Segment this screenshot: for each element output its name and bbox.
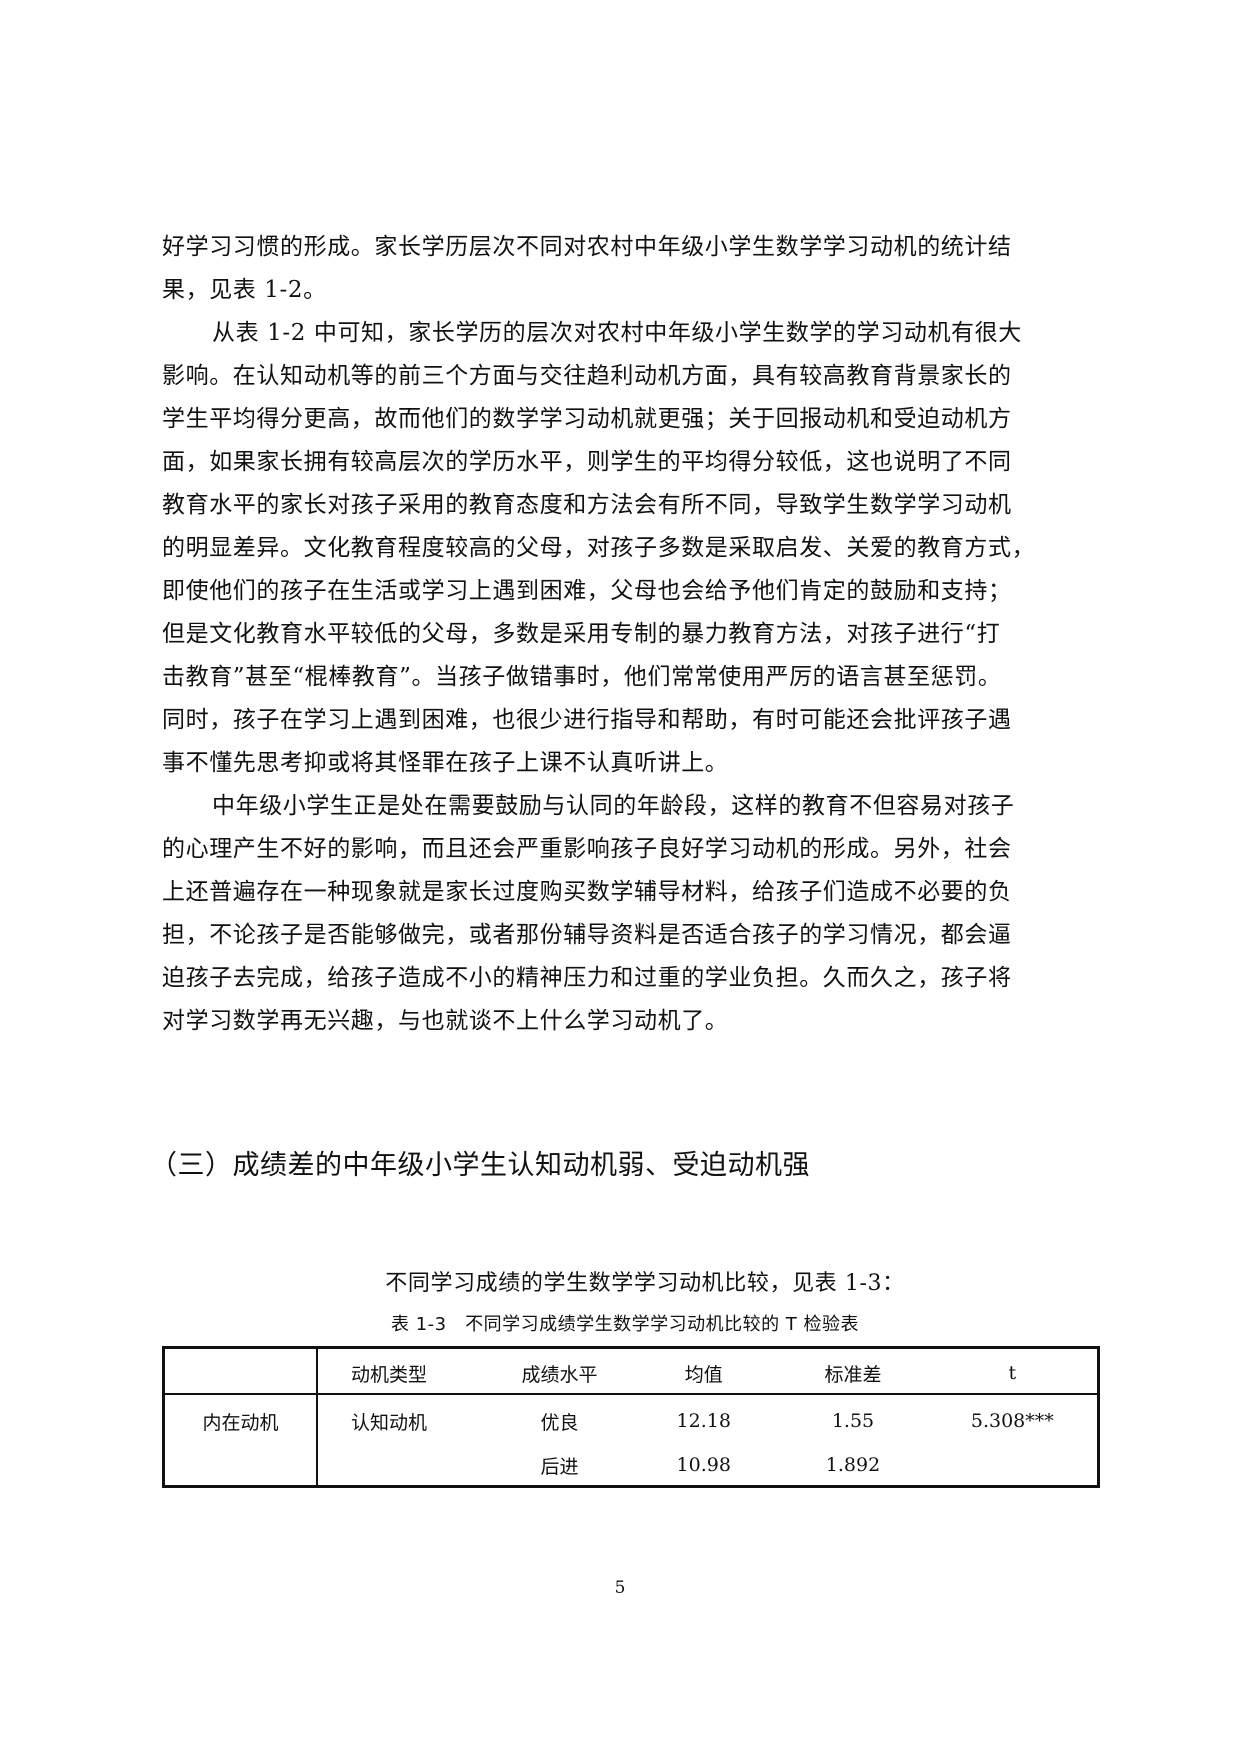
- paragraph-line: 好学习习惯的形成。家长学历层次不同对农村中年级小学生数学学习动机的统计结: [162, 234, 1012, 260]
- header-cell-mean: 均值: [629, 1346, 779, 1395]
- paragraph-line: 中年级小学生正是处在需要鼓励与认同的年龄段，这样的教育不但容易对孩子: [212, 793, 1015, 819]
- page-number: 5: [614, 1578, 626, 1598]
- table-intro-text: 不同学习成绩的学生数学学习动机比较，见表 1-3：: [385, 1271, 905, 1296]
- header-cell-std-dev: 标准差: [778, 1346, 928, 1395]
- header-cell-motivation-type: 动机类型: [316, 1346, 491, 1395]
- paragraph-line: 影响。在认知动机等的前三个方面与交往趋利动机方面，具有较高教育背景家长的: [162, 363, 1012, 389]
- table-row: 后进 10.98 1.892: [161, 1445, 1100, 1488]
- paragraph-line: 即使他们的孩子在生活或学习上遇到困难，父母也会给予他们肯定的鼓励和支持；: [162, 578, 1012, 604]
- table-row: 内在动机 认知动机 优良 12.18 1.55 5.308***: [161, 1394, 1100, 1445]
- table-cell: 10.98: [629, 1445, 779, 1488]
- table-cell: 认知动机: [350, 1411, 427, 1434]
- t-test-table: 动机类型 成绩水平 均值 标准差 t 内在动机 认知动机 优良 12.18 1.…: [161, 1346, 1100, 1488]
- table-cell: 内在动机: [161, 1394, 318, 1445]
- paragraph-line: 事不懂先思考抑或将其怪罪在孩子上课不认真听讲上。: [162, 750, 729, 776]
- table-cell: 1.55: [831, 1410, 875, 1432]
- paragraph-line: 迫孩子去完成，给孩子造成不小的精神压力和过重的学业负担。久而久之，孩子将: [162, 965, 1012, 991]
- paragraph-line: 面，如果家长拥有较高层次的学历水平，则学生的平均得分较低，这也说明了不同: [162, 449, 1012, 475]
- paragraph-line: 果，见表 1-2。: [162, 277, 327, 303]
- table-cell: [161, 1445, 318, 1488]
- paragraph-line: 从表 1-2 中可知，家长学历的层次对农村中年级小学生数学的学习动机有很大: [212, 320, 1022, 346]
- table-cell: 1.892: [778, 1445, 928, 1488]
- paragraph-line: 的明显差异。文化教育程度较高的父母，对孩子多数是采取启发、关爱的教育方式，: [162, 535, 1036, 561]
- paragraph-line: 担，不论孩子是否能够做完，或者那份辅导资料是否适合孩子的学习情况，都会逼: [162, 922, 1012, 948]
- header-cell-t: t: [927, 1346, 1100, 1395]
- header-cell-grade-level: 成绩水平: [490, 1346, 630, 1395]
- table-cell: [927, 1445, 1100, 1488]
- body-paragraphs: 好学习习惯的形成。家长学历层次不同对农村中年级小学生数学学习动机的统计结 果，见…: [162, 226, 1062, 1043]
- table-cell: 12.18: [676, 1410, 731, 1432]
- table-cell: 5.308***: [927, 1394, 1100, 1445]
- paragraph-line: 教育水平的家长对孩子采用的教育态度和方法会有所不同，导致学生数学学习动机: [162, 492, 1012, 518]
- paragraph-line: 同时，孩子在学习上遇到困难，也很少进行指导和帮助，有时可能还会批评孩子遇: [162, 707, 1012, 733]
- table-cell: 优良: [540, 1411, 579, 1434]
- paragraph-line: 的心理产生不好的影响，而且还会严重影响孩子良好学习动机的形成。另外，社会: [162, 836, 1012, 862]
- table-caption: 表 1-3 不同学习成绩学生数学学习动机比较的 T 检验表: [390, 1314, 860, 1335]
- header-cell-empty: [161, 1346, 318, 1395]
- paragraph-line: 上还普遍存在一种现象就是家长过度购买数学辅导材料，给孩子们造成不必要的负: [162, 879, 1012, 905]
- paragraph-line: 对学习数学再无兴趣，与也就谈不上什么学习动机了。: [162, 1008, 729, 1034]
- paragraph-line: 击教育”甚至“棍棒教育”。当孩子做错事时，他们常常使用严厉的语言甚至惩罚。: [162, 664, 1002, 690]
- section-heading: （三）成绩差的中年级小学生认知动机弱、受迫动机强: [150, 1150, 810, 1181]
- table-cell: [316, 1445, 491, 1488]
- paragraph-line: 但是文化教育水平较低的父母，多数是采用专制的暴力教育方法，对孩子进行“打: [162, 621, 1001, 647]
- table-header-row: 动机类型 成绩水平 均值 标准差 t: [161, 1346, 1100, 1395]
- table-cell: 后进: [490, 1445, 630, 1488]
- paragraph-line: 学生平均得分更高，故而他们的数学学习动机就更强；关于回报动机和受迫动机方: [162, 406, 1012, 432]
